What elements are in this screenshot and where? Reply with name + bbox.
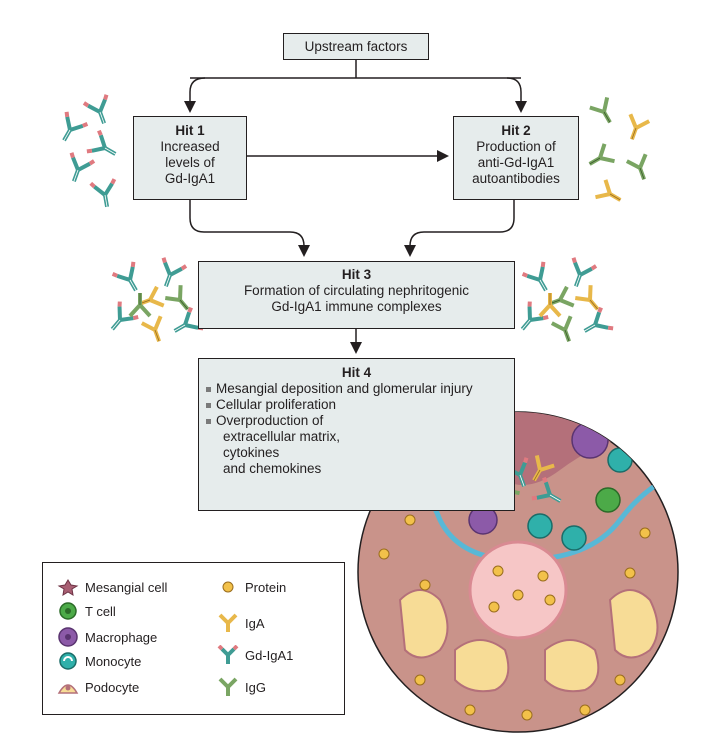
upstream-factors-label: Upstream factors — [304, 39, 408, 54]
hit3-line: Gd-IgA1 immune complexes — [271, 299, 442, 314]
podocyte-icon — [57, 677, 79, 697]
upstream-factors-box: Upstream factors — [283, 33, 429, 60]
hit4-title: Hit 4 — [341, 365, 372, 380]
hit3-title: Hit 3 — [341, 267, 372, 282]
igg-antibody-icon — [217, 677, 239, 697]
legend-label: Gd-IgA1 — [245, 647, 294, 663]
hit4-box: Hit 4 Mesangial deposition and glomerula… — [198, 358, 515, 511]
legend-item-mesangial: Mesangial cell — [57, 577, 167, 597]
protein-icon — [217, 577, 239, 597]
hit4-continuation: and chemokines — [223, 461, 322, 476]
legend-item-podocyte: Podocyte — [57, 677, 139, 697]
hit1-line: Gd-IgA1 — [164, 171, 216, 186]
hit1-box: Hit 1 Increased levels of Gd-IgA1 — [133, 116, 247, 200]
legend-label: Monocyte — [85, 653, 142, 669]
legend-item-gdiga1: Gd-IgA1 — [217, 645, 293, 665]
iga-antibody-icon — [217, 613, 239, 633]
legend-label: Protein — [245, 579, 287, 595]
hit3-line: Formation of circulating nephritogenic — [243, 283, 470, 298]
hit4-bullet: Overproduction of — [206, 413, 514, 429]
macrophage-icon — [57, 627, 79, 647]
legend-item-macrophage: Macrophage — [57, 627, 157, 647]
monocyte-icon — [57, 651, 79, 671]
hit1-line: Increased — [160, 139, 220, 154]
hit3-box: Hit 3 Formation of circulating nephritog… — [198, 261, 515, 329]
hit4-continuation: extracellular matrix, — [223, 429, 341, 444]
hit2-line: autoantibodies — [472, 171, 560, 186]
t-cell-icon — [57, 601, 79, 621]
legend-item-monocyte: Monocyte — [57, 651, 141, 671]
legend-label: Podocyte — [85, 679, 140, 695]
hit1-title: Hit 1 — [175, 123, 205, 138]
legend-label: T cell — [85, 603, 116, 619]
legend-label: Macrophage — [85, 629, 158, 645]
mesangial-cell-icon — [57, 577, 79, 597]
hit2-line: Production of — [476, 139, 556, 154]
legend-label: Mesangial cell — [85, 579, 168, 595]
legend-label: IgA — [245, 615, 265, 631]
hit2-title: Hit 2 — [501, 123, 531, 138]
hit2-line: anti-Gd-IgA1 — [477, 155, 555, 170]
legend-label: IgG — [245, 679, 266, 695]
hit4-bullet: Cellular proliferation — [206, 397, 514, 413]
hit4-continuation: cytokines — [223, 445, 280, 460]
legend-item-tcell: T cell — [57, 601, 116, 621]
gd-iga1-antibody-icon — [217, 645, 239, 665]
legend-item-iga: IgA — [217, 613, 265, 633]
legend-item-protein: Protein — [217, 577, 286, 597]
hit4-list: Mesangial deposition and glomerular inju… — [199, 381, 514, 477]
hit1-line: levels of — [165, 155, 215, 170]
legend-item-igg: IgG — [217, 677, 266, 697]
hit4-bullet: Mesangial deposition and glomerular inju… — [206, 381, 514, 397]
hit2-box: Hit 2 Production of anti-Gd-IgA1 autoant… — [453, 116, 579, 200]
legend: Mesangial cell T cell Macrophage Monocyt… — [42, 562, 345, 715]
